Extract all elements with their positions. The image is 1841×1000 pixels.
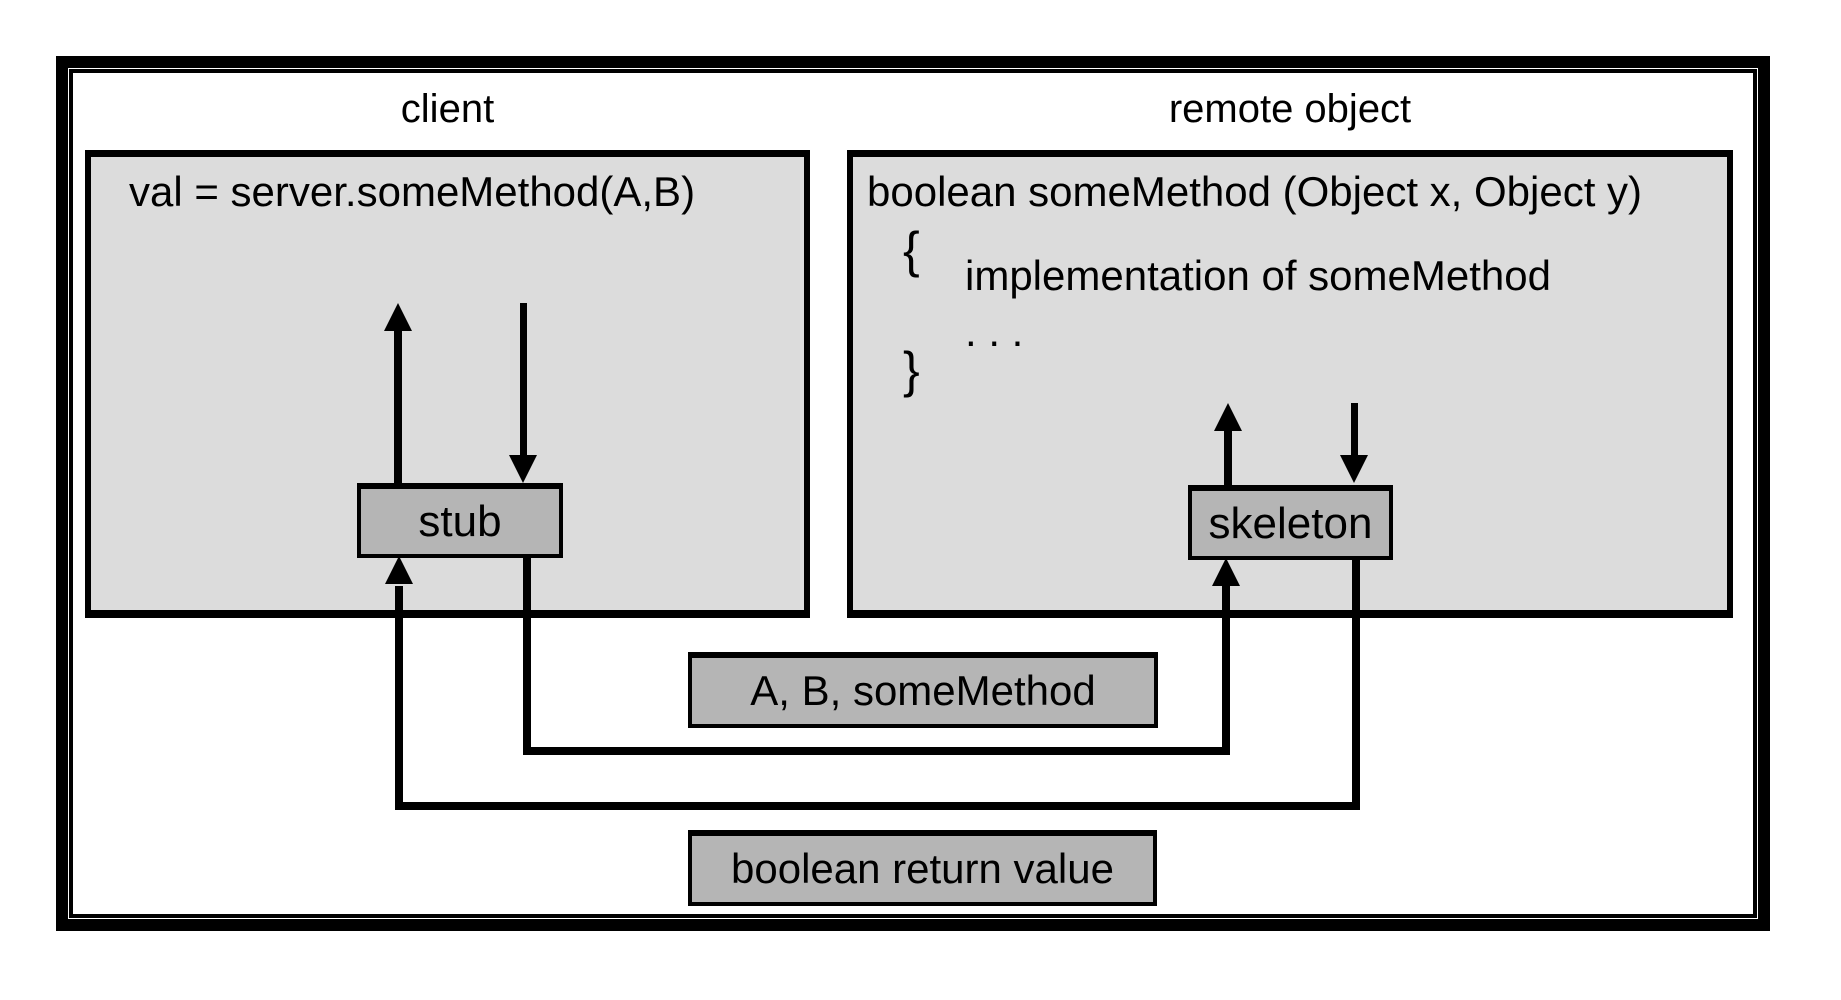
ellipsis-line: . . . <box>965 308 1024 355</box>
stub-box: stub <box>357 483 563 558</box>
skeleton-label: skeleton <box>1208 498 1373 548</box>
open-brace: { <box>903 222 920 278</box>
client-panel-label: client <box>400 87 495 131</box>
response-message-label: boolean return value <box>731 845 1114 892</box>
remote-method-signature: boolean someMethod (Object x, Object y) <box>867 168 1643 215</box>
remote-panel-label: remote object <box>1168 87 1412 131</box>
stub-label: stub <box>418 496 502 546</box>
close-brace: } <box>903 342 920 398</box>
client-call-code: val = server.someMethod(A,B) <box>129 168 696 215</box>
remote-panel: boolean someMethod (Object x, Object y) … <box>847 150 1733 618</box>
response-message-box: boolean return value <box>688 830 1157 906</box>
client-panel: val = server.someMethod(A,B) stub <box>85 150 810 618</box>
skeleton-box: skeleton <box>1188 485 1393 560</box>
implementation-line: implementation of someMethod <box>965 252 1551 299</box>
request-message-label: A, B, someMethod <box>750 667 1096 714</box>
request-message-box: A, B, someMethod <box>688 652 1158 728</box>
